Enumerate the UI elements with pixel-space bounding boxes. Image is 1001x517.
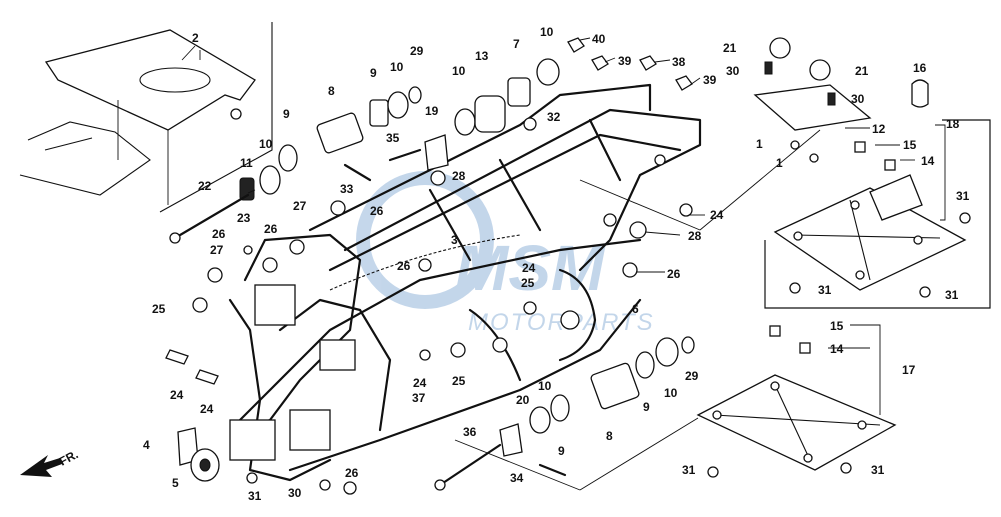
horn-assembly xyxy=(177,427,331,491)
callout-13: 13 xyxy=(475,49,489,63)
seat-plate-slot xyxy=(139,67,211,93)
callout-1: 1 xyxy=(776,156,783,170)
callout-15: 15 xyxy=(830,319,844,333)
callout-33: 33 xyxy=(340,182,354,196)
callout-39: 39 xyxy=(703,73,717,87)
callout-6: 6 xyxy=(632,302,639,316)
bolt xyxy=(230,108,242,120)
callout-21: 21 xyxy=(723,41,737,55)
skid-plate-lower xyxy=(696,324,897,478)
front-arrow-label: FR. xyxy=(57,447,81,468)
hose-clips xyxy=(165,170,693,495)
callout-21: 21 xyxy=(855,64,869,78)
callout-39: 39 xyxy=(618,54,632,68)
callout-31: 31 xyxy=(818,283,832,297)
seat-plate xyxy=(44,29,256,131)
callout-30: 30 xyxy=(851,92,865,106)
callout-37: 37 xyxy=(412,391,426,405)
mount-hardware-top xyxy=(169,37,693,244)
callout-2: 2 xyxy=(192,31,199,45)
callout-14: 14 xyxy=(921,154,935,168)
mount-hardware-bottom xyxy=(434,336,695,491)
callout-23: 23 xyxy=(237,211,251,225)
callout-36: 36 xyxy=(463,425,477,439)
inset-seat-plate xyxy=(19,22,273,213)
callout-32: 32 xyxy=(547,110,561,124)
callout-14: 14 xyxy=(830,342,844,356)
callout-38: 38 xyxy=(672,55,686,69)
callout-30: 30 xyxy=(288,486,302,500)
callout-4: 4 xyxy=(143,438,150,452)
callout-10: 10 xyxy=(538,379,552,393)
front-arrow-icon xyxy=(20,455,62,477)
callout-28: 28 xyxy=(452,169,466,183)
watermark: MSM MOTORPARTS xyxy=(356,171,653,336)
callout-18: 18 xyxy=(946,117,960,131)
callout-24: 24 xyxy=(710,208,724,222)
callout-26: 26 xyxy=(264,222,278,236)
callout-24: 24 xyxy=(170,388,184,402)
callout-10: 10 xyxy=(259,137,273,151)
callout-16: 16 xyxy=(913,61,927,75)
callout-9: 9 xyxy=(558,444,565,458)
callout-26: 26 xyxy=(397,259,411,273)
callout-11: 11 xyxy=(240,156,253,170)
callout-31: 31 xyxy=(682,463,696,477)
callout-31: 31 xyxy=(248,489,262,503)
callout-3: 3 xyxy=(451,233,458,247)
callout-24: 24 xyxy=(413,376,427,390)
callout-25: 25 xyxy=(521,276,535,290)
callout-26: 26 xyxy=(370,204,384,218)
callout-22: 22 xyxy=(198,179,212,193)
callout-19: 19 xyxy=(425,104,439,118)
callout-29: 29 xyxy=(410,44,424,58)
callout-25: 25 xyxy=(152,302,166,316)
callout-10: 10 xyxy=(664,386,678,400)
callout-29: 29 xyxy=(685,369,699,383)
callout-31: 31 xyxy=(956,189,970,203)
callout-40: 40 xyxy=(592,32,606,46)
callout-28: 28 xyxy=(688,229,702,243)
callout-24: 24 xyxy=(522,261,536,275)
callout-10: 10 xyxy=(452,64,466,78)
callout-20: 20 xyxy=(516,393,530,407)
callout-26: 26 xyxy=(667,267,681,281)
callout-27: 27 xyxy=(210,243,224,257)
callout-7: 7 xyxy=(513,37,520,51)
leader-lines xyxy=(181,37,946,491)
callout-9: 9 xyxy=(370,66,377,80)
inset-border xyxy=(159,22,273,213)
callout-30: 30 xyxy=(726,64,740,78)
front-arrow: FR. xyxy=(20,447,80,477)
main-frame xyxy=(228,83,702,482)
callout-9: 9 xyxy=(283,107,290,121)
callout-labels: 2 9 10 29 8 10 13 7 10 40 39 38 39 21 30… xyxy=(143,25,970,503)
callout-34: 34 xyxy=(510,471,524,485)
callout-35: 35 xyxy=(386,131,400,145)
callout-15: 15 xyxy=(903,138,917,152)
callout-12: 12 xyxy=(872,122,886,136)
seat-outline xyxy=(19,121,151,196)
callout-1: 1 xyxy=(756,137,763,151)
callout-9: 9 xyxy=(643,400,650,414)
callout-17: 17 xyxy=(902,363,916,377)
callout-5: 5 xyxy=(172,476,179,490)
callout-31: 31 xyxy=(945,288,959,302)
callout-26: 26 xyxy=(345,466,359,480)
callout-26: 26 xyxy=(212,227,226,241)
callout-8: 8 xyxy=(606,429,613,443)
callout-10: 10 xyxy=(390,60,404,74)
callout-27: 27 xyxy=(293,199,307,213)
callout-10: 10 xyxy=(540,25,554,39)
callout-31: 31 xyxy=(871,463,885,477)
callout-24: 24 xyxy=(200,402,214,416)
callout-25: 25 xyxy=(452,374,466,388)
inset-right-upper xyxy=(753,37,991,309)
inset-box xyxy=(764,119,991,309)
callout-8: 8 xyxy=(328,84,335,98)
